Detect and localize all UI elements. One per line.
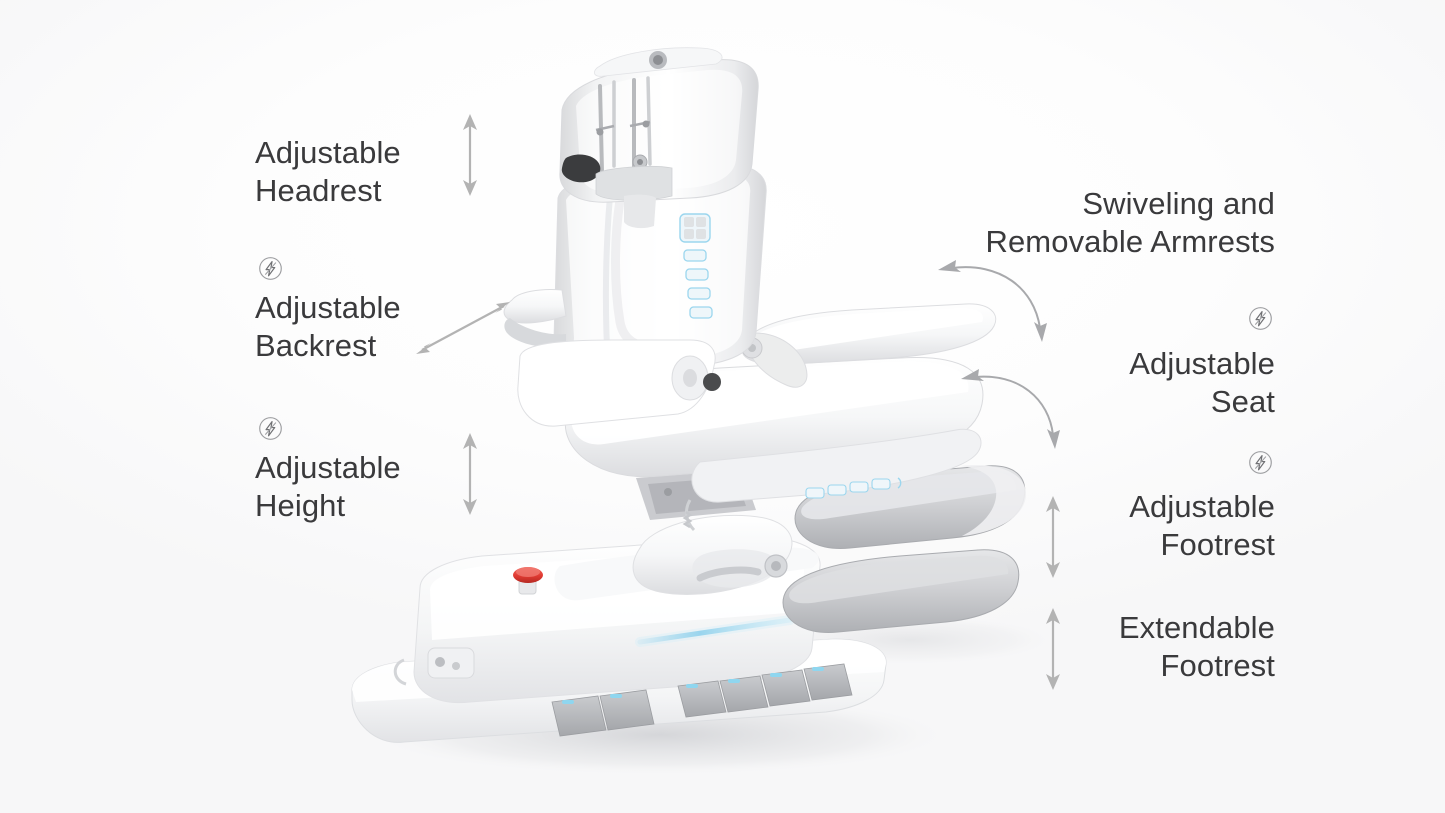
label-adjustable-headrest: Adjustable Headrest [255, 135, 401, 208]
height-arrow [455, 432, 485, 516]
label-adjustable-backrest: Adjustable Backrest [255, 290, 401, 363]
right-armrest [741, 303, 997, 388]
seat-control-strip [805, 477, 902, 499]
label-adjustable-seat: Adjustable Seat [1129, 346, 1275, 419]
electric-badge-backrest [258, 256, 283, 281]
electric-badge-seat [1248, 306, 1273, 331]
foot-pedals-left [551, 689, 655, 737]
electric-badge-height [258, 416, 283, 441]
footrest-extendable-arrow [1040, 607, 1066, 691]
headrest-arrow [455, 113, 485, 197]
label-adjustable-footrest: Adjustable Footrest [1129, 489, 1275, 562]
paper-roll-holder [517, 339, 721, 427]
footrest-adjustable-arrow [1040, 495, 1066, 579]
left-armrest [503, 289, 567, 348]
base-led-strip [637, 617, 793, 645]
headrest [559, 47, 759, 229]
backrest-control-panel [679, 213, 713, 319]
label-swiveling-removable-armrests: Swiveling and Removable Armrests [985, 186, 1275, 259]
armrest-arrow [930, 252, 1056, 348]
backrest [553, 164, 767, 371]
label-adjustable-height: Adjustable Height [255, 450, 401, 523]
seat-arrow [955, 363, 1067, 455]
foot-pedals-right [677, 663, 853, 718]
emergency-stop-button [513, 567, 543, 595]
lower-footrest [782, 549, 1020, 634]
backrest-arrow [408, 292, 518, 364]
electric-badge-footrest [1248, 450, 1273, 475]
label-extendable-footrest: Extendable Footrest [1118, 610, 1275, 683]
